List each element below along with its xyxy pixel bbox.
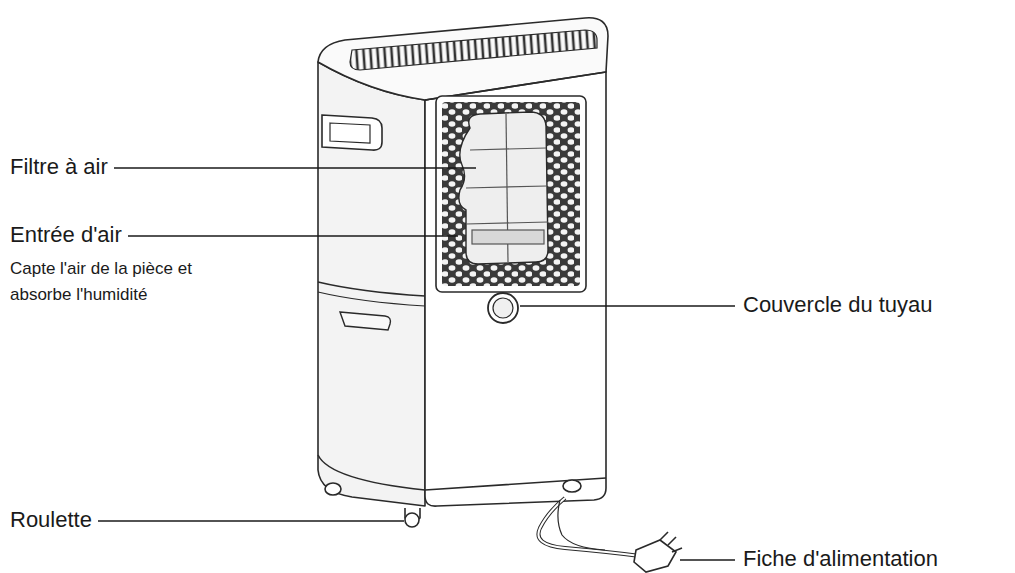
housing: [318, 18, 608, 506]
part-label: Filtre à air: [10, 154, 108, 180]
hose-cover-inner: [493, 298, 513, 318]
grille-outline: [350, 30, 597, 70]
leader-line: [98, 520, 404, 521]
leader-line: [520, 305, 735, 306]
leader-line: [680, 559, 735, 560]
part-label: Capte l'air de la pièce et absorbe l'hum…: [10, 256, 220, 308]
leader-line: [114, 167, 476, 168]
part-label: Entrée d'air: [10, 222, 122, 248]
handle-recess: [330, 123, 370, 143]
part-label: Roulette: [10, 507, 92, 533]
leader-lines: [98, 168, 735, 560]
carry-handle: [322, 115, 382, 150]
power-cord: [538, 498, 640, 556]
top-grille: [340, 20, 610, 80]
part-label: Couvercle du tuyau: [743, 292, 933, 318]
inlet-frame: [436, 96, 586, 292]
tank-line: [318, 292, 425, 306]
air-inlet-mesh: [442, 102, 580, 286]
tank-grip: [340, 312, 390, 330]
filter-grid: [466, 114, 548, 262]
part-label: Fiche d'alimentation: [743, 546, 938, 572]
power-plug: [634, 532, 682, 572]
hose-cover: [488, 293, 518, 323]
leader-line: [128, 235, 458, 236]
tank-line: [318, 282, 425, 296]
air-filter: [459, 112, 548, 264]
